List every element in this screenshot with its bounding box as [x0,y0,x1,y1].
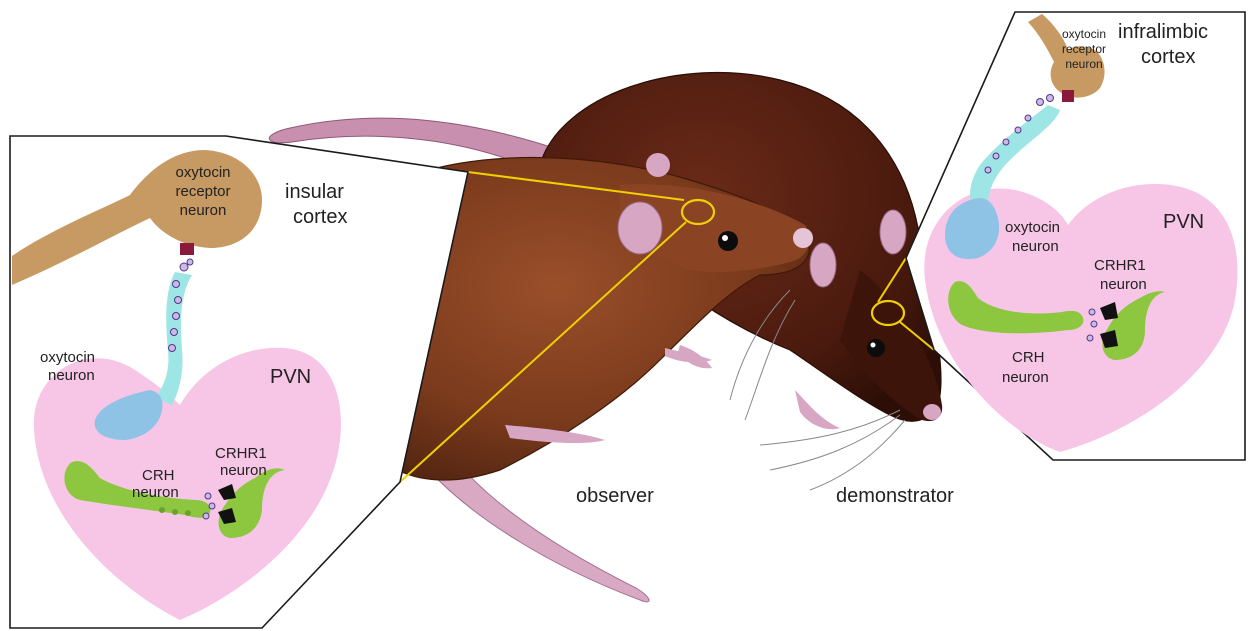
left-crhr1-label: neuron [220,462,267,479]
demonstrator-paw [795,390,840,429]
observer-nose [793,228,813,248]
left-receptor-label: oxytocin [175,164,230,181]
observer-ear [618,202,662,254]
right-crh-label: CRH [1012,349,1045,366]
right-crhr1-label: CRHR1 [1094,257,1146,274]
demonstrator-ear-inner [810,243,836,287]
left-oxytocin-label: neuron [48,367,95,384]
left-pvn-label: PVN [270,366,311,388]
observer-eye [718,231,738,251]
left-crh-label: CRH [142,467,175,484]
right-receptor-label: oxytocin [1062,27,1106,41]
demonstrator-ear [880,210,906,254]
right-crh-label: neuron [1002,369,1049,386]
right-oxytocin-label: oxytocin [1005,219,1060,236]
right-oxytocin-label: neuron [1012,238,1059,255]
observer-eye-highlight [722,235,728,241]
left-region-label: cortex [293,206,347,228]
right-receptor-label: neuron [1065,57,1102,71]
right-region-label: infralimbic [1118,21,1208,43]
demonstrator-label: demonstrator [836,485,954,507]
left-crh-label: neuron [132,484,179,501]
left-receptor-label: receptor [175,183,230,200]
right-region-label: cortex [1141,46,1195,68]
left-panel: oxytocin receptor neuron insular cortex … [10,136,468,628]
left-oxytocin-label: oxytocin [40,349,95,366]
left-receptor-label: neuron [180,202,227,219]
right-crhr1-label: neuron [1100,276,1147,293]
left-crhr1-label: CRHR1 [215,445,267,462]
right-synapse [1062,90,1074,102]
observer-ear-back [646,153,670,177]
left-synapse [180,243,194,255]
demonstrator-eye [867,339,885,357]
left-region-label: insular [285,181,344,203]
right-panel: oxytocin receptor neuron infralimbic cor… [906,12,1245,460]
demonstrator-nose [923,404,941,420]
observer-label: observer [576,485,654,507]
demonstrator-eye-highlight [871,343,876,348]
right-receptor-label: receptor [1062,42,1106,56]
right-pvn-label: PVN [1163,211,1204,233]
